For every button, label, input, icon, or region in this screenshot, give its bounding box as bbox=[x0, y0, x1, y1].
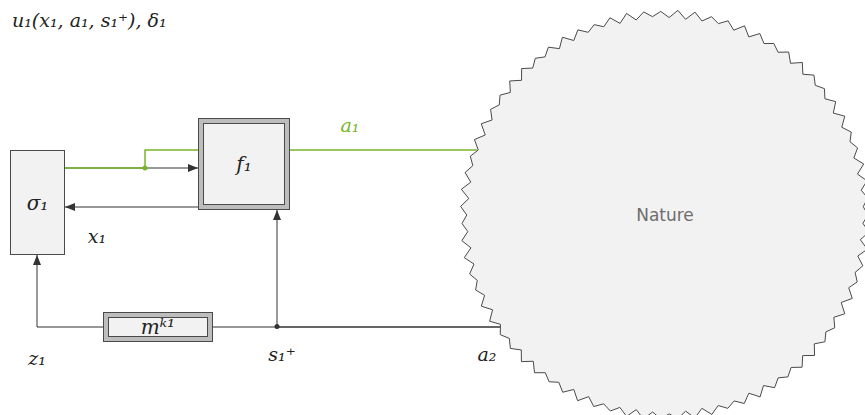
signal-label: a₂ bbox=[478, 344, 497, 365]
edge-label: a₁ bbox=[341, 115, 360, 136]
utility-label: u₁(x₁, a₁, s₁⁺), δ₁ bbox=[12, 10, 167, 31]
node-text: σ₁ bbox=[27, 192, 49, 214]
function-box: f₁ bbox=[198, 118, 290, 210]
agent-box: σ₁ bbox=[10, 150, 65, 255]
signal-label: z₁ bbox=[28, 348, 46, 369]
node-text: f₁ bbox=[236, 153, 251, 175]
signal-line bbox=[37, 255, 103, 327]
signal-line bbox=[65, 207, 198, 208]
node-text: Nature bbox=[636, 206, 694, 225]
junction-dot bbox=[275, 324, 280, 329]
junction-dot bbox=[143, 166, 148, 171]
nature-shape bbox=[461, 10, 865, 415]
signal-line bbox=[213, 327, 500, 328]
nature-blob: Nature bbox=[460, 10, 865, 415]
signal-label: x₁ bbox=[88, 226, 106, 247]
memory-box: mᵏ¹ bbox=[103, 312, 213, 342]
node-text: mᵏ¹ bbox=[141, 316, 175, 338]
signal-label: s₁⁺ bbox=[268, 344, 295, 365]
